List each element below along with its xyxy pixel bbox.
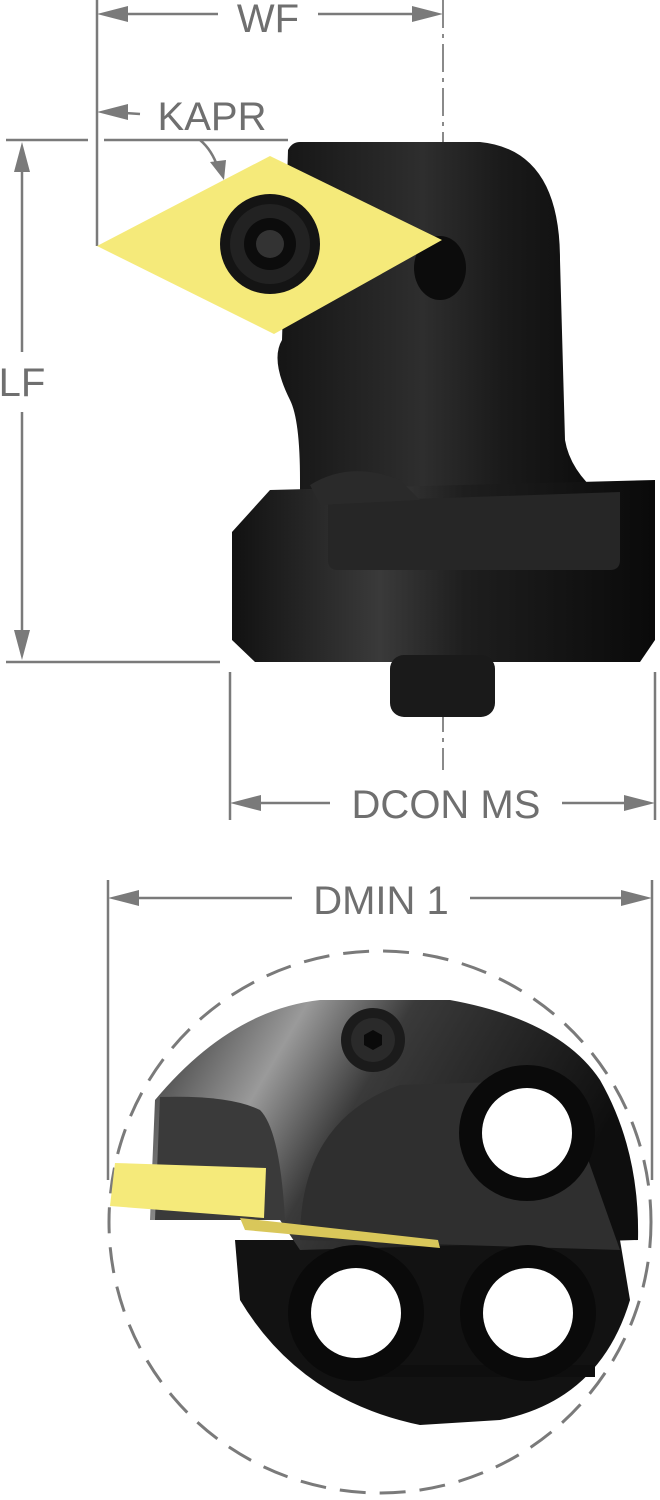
wf-label: WF xyxy=(237,0,299,41)
lf-label: LF xyxy=(0,361,45,405)
min-bore-circle xyxy=(107,949,653,1495)
insert-screw-icon xyxy=(220,194,320,294)
mounting-hole xyxy=(288,1245,424,1381)
tool-end-view xyxy=(110,1000,639,1425)
wf-dimension: WF xyxy=(95,0,443,246)
mounting-hole xyxy=(460,1245,596,1381)
locating-pin xyxy=(390,655,495,717)
dmin-1-label: DMIN 1 xyxy=(313,879,449,923)
kapr-dimension: KAPR xyxy=(97,95,266,180)
top-screw-icon xyxy=(341,1008,405,1072)
kapr-label: KAPR xyxy=(158,95,267,139)
tool-side-view xyxy=(97,142,655,717)
lf-dimension: LF xyxy=(0,138,288,664)
dcon-ms-label: DCON MS xyxy=(352,783,541,827)
mounting-hole xyxy=(459,1065,595,1201)
insert-end-view xyxy=(110,1163,266,1218)
dcon-ms-dimension: DCON MS xyxy=(228,672,657,827)
dmin-1-dimension: DMIN 1 xyxy=(106,879,654,1180)
